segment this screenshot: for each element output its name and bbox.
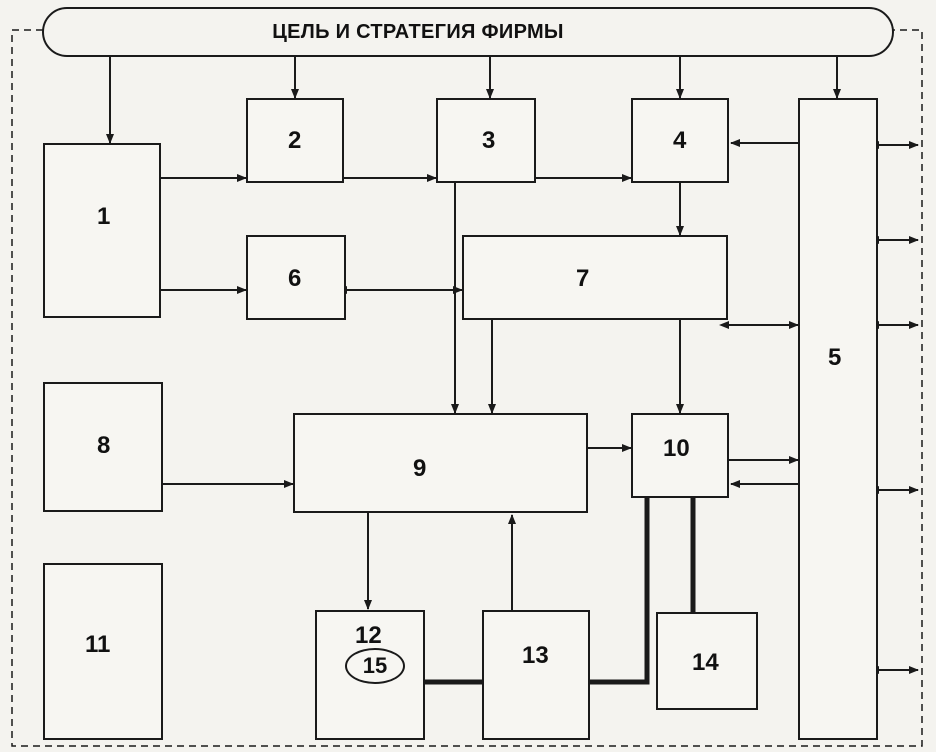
block-3: 3	[436, 98, 536, 183]
block-10-label: 10	[663, 435, 690, 462]
block-4-label: 4	[673, 127, 687, 154]
block-8: 8	[43, 382, 163, 512]
block-12: 12 15	[315, 610, 425, 740]
strategy-title: ЦЕЛЬ И СТРАТЕГИЯ ФИРМЫ	[272, 20, 564, 43]
block-9-label: 9	[413, 455, 427, 482]
block-3-label: 3	[482, 127, 496, 154]
block-1: 1	[43, 143, 161, 318]
block-6: 6	[246, 235, 346, 320]
block-2: 2	[246, 98, 344, 183]
block-7: 7	[462, 235, 728, 320]
block-9: 9	[293, 413, 588, 513]
block-11: 11	[43, 563, 163, 740]
block-6-label: 6	[288, 265, 302, 292]
block-15-label: 15	[362, 653, 388, 678]
block-7-label: 7	[576, 265, 590, 292]
block-1-label: 1	[97, 203, 111, 230]
block-15-ellipse: 15	[345, 648, 405, 684]
block-13: 13	[482, 610, 590, 740]
block-10: 10	[631, 413, 729, 498]
block-11-label: 11	[85, 631, 111, 658]
strategy-title-box: ЦЕЛЬ И СТРАТЕГИЯ ФИРМЫ	[42, 7, 894, 57]
block-14: 14	[656, 612, 758, 710]
block-4: 4	[631, 98, 729, 183]
block-5-label: 5	[828, 344, 842, 371]
block-2-label: 2	[288, 127, 302, 154]
block-13-label: 13	[522, 642, 549, 669]
block-8-label: 8	[97, 432, 111, 459]
system-boundary	[11, 29, 923, 747]
block-5: 5	[798, 98, 878, 740]
block-12-label: 12	[355, 622, 382, 649]
block-14-label: 14	[692, 649, 719, 676]
